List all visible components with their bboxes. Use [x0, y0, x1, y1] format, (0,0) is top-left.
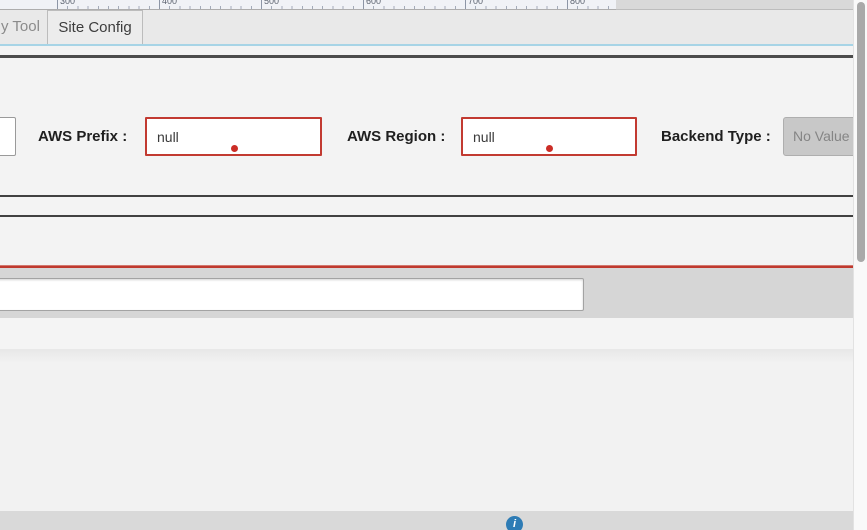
ruler-tick: 500 [261, 0, 279, 9]
ruler-tick: 700 [465, 0, 483, 9]
backend-type-value-field[interactable]: No Value [783, 117, 863, 156]
aws-region-field-wrap [461, 117, 637, 156]
tab-tool[interactable]: y Tool [0, 10, 48, 44]
vertical-scrollbar[interactable] [853, 0, 867, 530]
ruler-tick: 600 [363, 0, 381, 9]
ruler-tick: 400 [159, 0, 177, 9]
input-toolbar-band [0, 268, 853, 318]
red-divider-line [0, 265, 853, 268]
section-divider-top [0, 55, 853, 58]
info-icon[interactable]: i [506, 516, 523, 530]
ruler-right-strip [616, 0, 867, 10]
horizontal-ruler: 300 400 500 600 700 800 [0, 0, 616, 10]
lower-content-section [0, 349, 853, 511]
tab-site-config[interactable]: Site Config [47, 10, 143, 44]
ruler-tick-label: 700 [468, 0, 484, 6]
ruler-tick-label: 400 [162, 0, 178, 6]
ruler-tick-label: 600 [366, 0, 382, 6]
ruler-tick-label: 800 [570, 0, 586, 6]
bottom-status-band: i [0, 511, 853, 530]
tab-site-config-label: Site Config [58, 19, 132, 36]
wide-text-input[interactable] [0, 278, 584, 311]
aws-region-error-dot [546, 145, 553, 152]
ruler-tick: 800 [567, 0, 585, 9]
tabbar-accent-line [0, 44, 853, 46]
ruler-tick-label: 300 [60, 0, 76, 6]
aws-prefix-input[interactable] [145, 117, 322, 156]
panel-bottom-edge [0, 318, 853, 349]
aws-prefix-field-wrap [145, 117, 322, 156]
ruler-tick: 300 [57, 0, 75, 9]
backend-type-label: Backend Type : [661, 128, 771, 145]
section-divider-2 [0, 215, 853, 217]
scrollbar-thumb[interactable] [857, 2, 865, 262]
tab-tool-label: y Tool [1, 18, 40, 35]
tab-bar: y Tool Site Config [0, 10, 853, 44]
aws-region-label: AWS Region : [347, 128, 446, 145]
ruler-tick-label: 500 [264, 0, 280, 6]
aws-prefix-error-dot [230, 145, 238, 152]
left-truncated-input[interactable] [0, 117, 16, 156]
aws-region-input[interactable] [461, 117, 637, 156]
aws-prefix-label: AWS Prefix : [38, 128, 128, 145]
section-divider-1 [0, 195, 853, 197]
